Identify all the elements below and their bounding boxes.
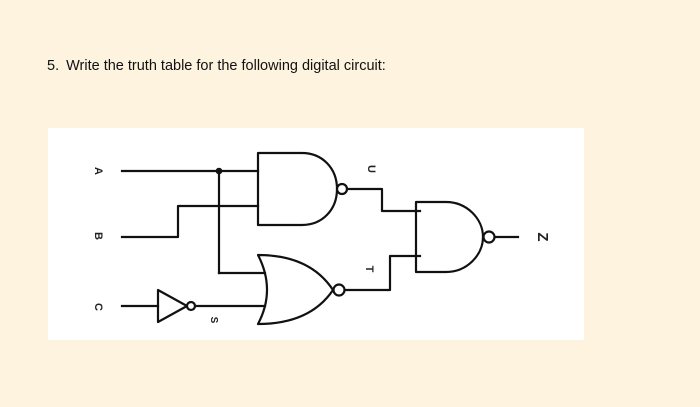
nand-gate-upper — [256, 151, 339, 227]
label-input-b: B — [92, 232, 104, 240]
nand-gate-upper-bubble — [335, 182, 349, 196]
label-input-c: C — [92, 303, 104, 311]
junction-dot — [215, 167, 223, 175]
wire-b — [120, 204, 260, 239]
nor-gate-lower — [256, 253, 335, 326]
wire-u — [345, 187, 422, 213]
label-input-a: A — [92, 167, 104, 175]
wire-t — [343, 254, 422, 292]
question-number: 5. — [47, 58, 60, 74]
nand-gate-output — [414, 200, 485, 274]
label-signal-t: T — [363, 266, 375, 273]
label-output-z: Z — [534, 232, 551, 241]
label-signal-u: U — [365, 165, 377, 173]
label-signal-s: S — [208, 317, 219, 324]
nand-gate-output-bubble — [482, 230, 496, 244]
question-prompt: Write the truth table for the following … — [66, 58, 386, 74]
nor-gate-lower-bubble — [332, 283, 346, 297]
not-gate-bubble — [185, 300, 197, 312]
question-text: 5. Write the truth table for the followin… — [47, 58, 386, 74]
not-gate — [156, 288, 189, 324]
